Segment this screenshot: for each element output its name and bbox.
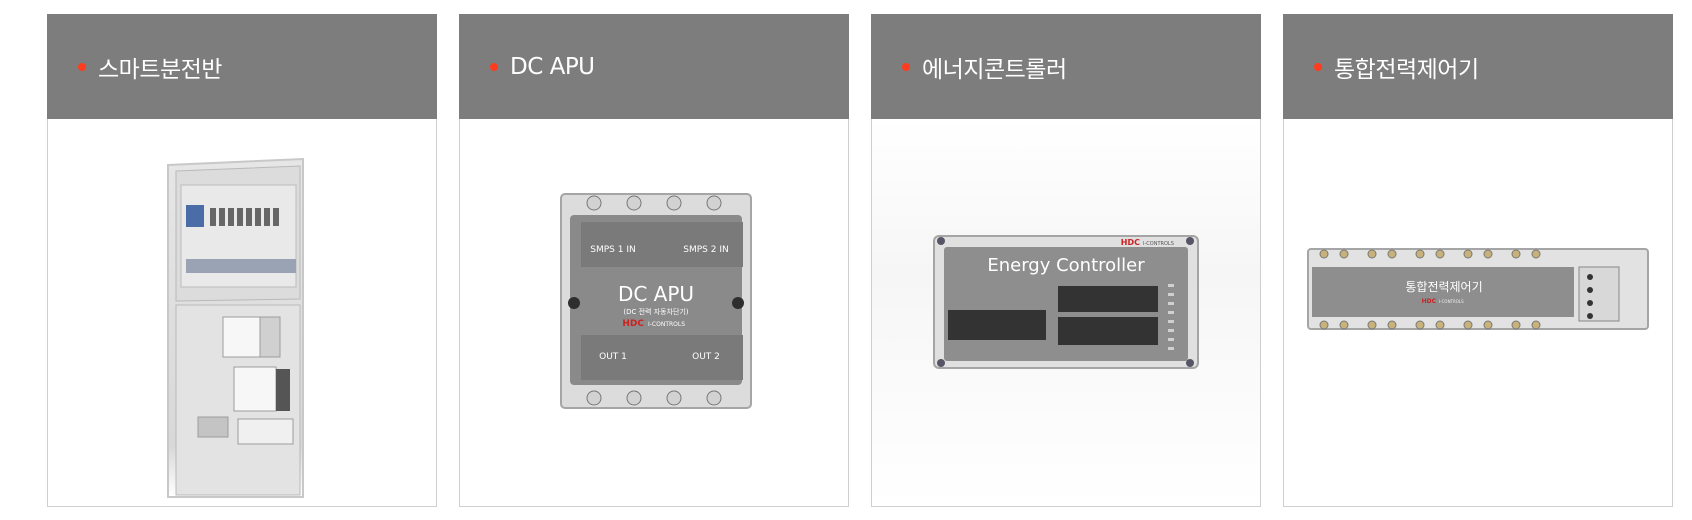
card-header[interactable]: 통합전력제어기: [1283, 14, 1673, 119]
device-title: 통합전력제어기: [1405, 280, 1482, 294]
card-title[interactable]: 스마트분전반: [98, 56, 222, 83]
card-image-area[interactable]: SMPS 1 IN SMPS 2 IN DC APU (DC 전력 자동차단기)…: [459, 119, 849, 507]
dc-apu-image: SMPS 1 IN SMPS 2 IN DC APU (DC 전력 자동차단기)…: [560, 193, 752, 409]
bullet-icon: [902, 62, 910, 71]
brand-label: HDC: [622, 319, 644, 329]
card-image-area[interactable]: [47, 119, 437, 507]
card-image-area[interactable]: 통합전력제어기 HDC I-CONTROLS: [1283, 119, 1673, 507]
smps1-label: SMPS 1 IN: [590, 245, 635, 255]
bullet-icon: [78, 62, 86, 71]
product-card-integrated-controller[interactable]: 통합전력제어기: [1283, 14, 1673, 507]
integrated-controller-image: 통합전력제어기 HDC I-CONTROLS: [1307, 248, 1649, 330]
out1-label: OUT 1: [599, 352, 627, 362]
brand-sub-label: I-CONTROLS: [1143, 241, 1174, 247]
smart-panel-image: [167, 157, 304, 498]
card-header[interactable]: DC APU: [459, 14, 849, 119]
product-card-dc-apu[interactable]: DC APU SMPS 1 IN SMPS 2 IN DC APU (: [459, 14, 849, 507]
card-header[interactable]: 스마트분전반: [47, 14, 437, 119]
brand-label: HDC: [1121, 238, 1140, 247]
card-header[interactable]: 에너지콘트롤러: [871, 14, 1261, 119]
card-title[interactable]: DC APU: [510, 53, 595, 80]
out2-label: OUT 2: [692, 352, 720, 362]
card-title[interactable]: 통합전력제어기: [1334, 56, 1479, 83]
smps2-label: SMPS 2 IN: [683, 245, 728, 255]
device-subtitle: (DC 전력 자동차단기): [623, 307, 689, 316]
energy-controller-image: Energy Controller HDC I-CONTROLS: [933, 235, 1199, 369]
brand-sub-label: I-CONTROLS: [648, 321, 685, 328]
device-title: DC APU: [618, 282, 694, 306]
device-title: Energy Controller: [987, 255, 1145, 276]
brand-label: HDC: [1422, 298, 1437, 305]
product-card-energy-controller[interactable]: 에너지콘트롤러 Energy Controller HDC I-CONTROLS: [871, 14, 1261, 507]
product-card-smart-panel[interactable]: 스마트분전반: [47, 14, 437, 507]
card-image-area[interactable]: Energy Controller HDC I-CONTROLS: [871, 119, 1261, 507]
bullet-icon: [1314, 62, 1322, 71]
brand-sub-label: I-CONTROLS: [1439, 299, 1464, 304]
card-title[interactable]: 에너지콘트롤러: [922, 56, 1067, 83]
bullet-icon: [490, 62, 498, 71]
